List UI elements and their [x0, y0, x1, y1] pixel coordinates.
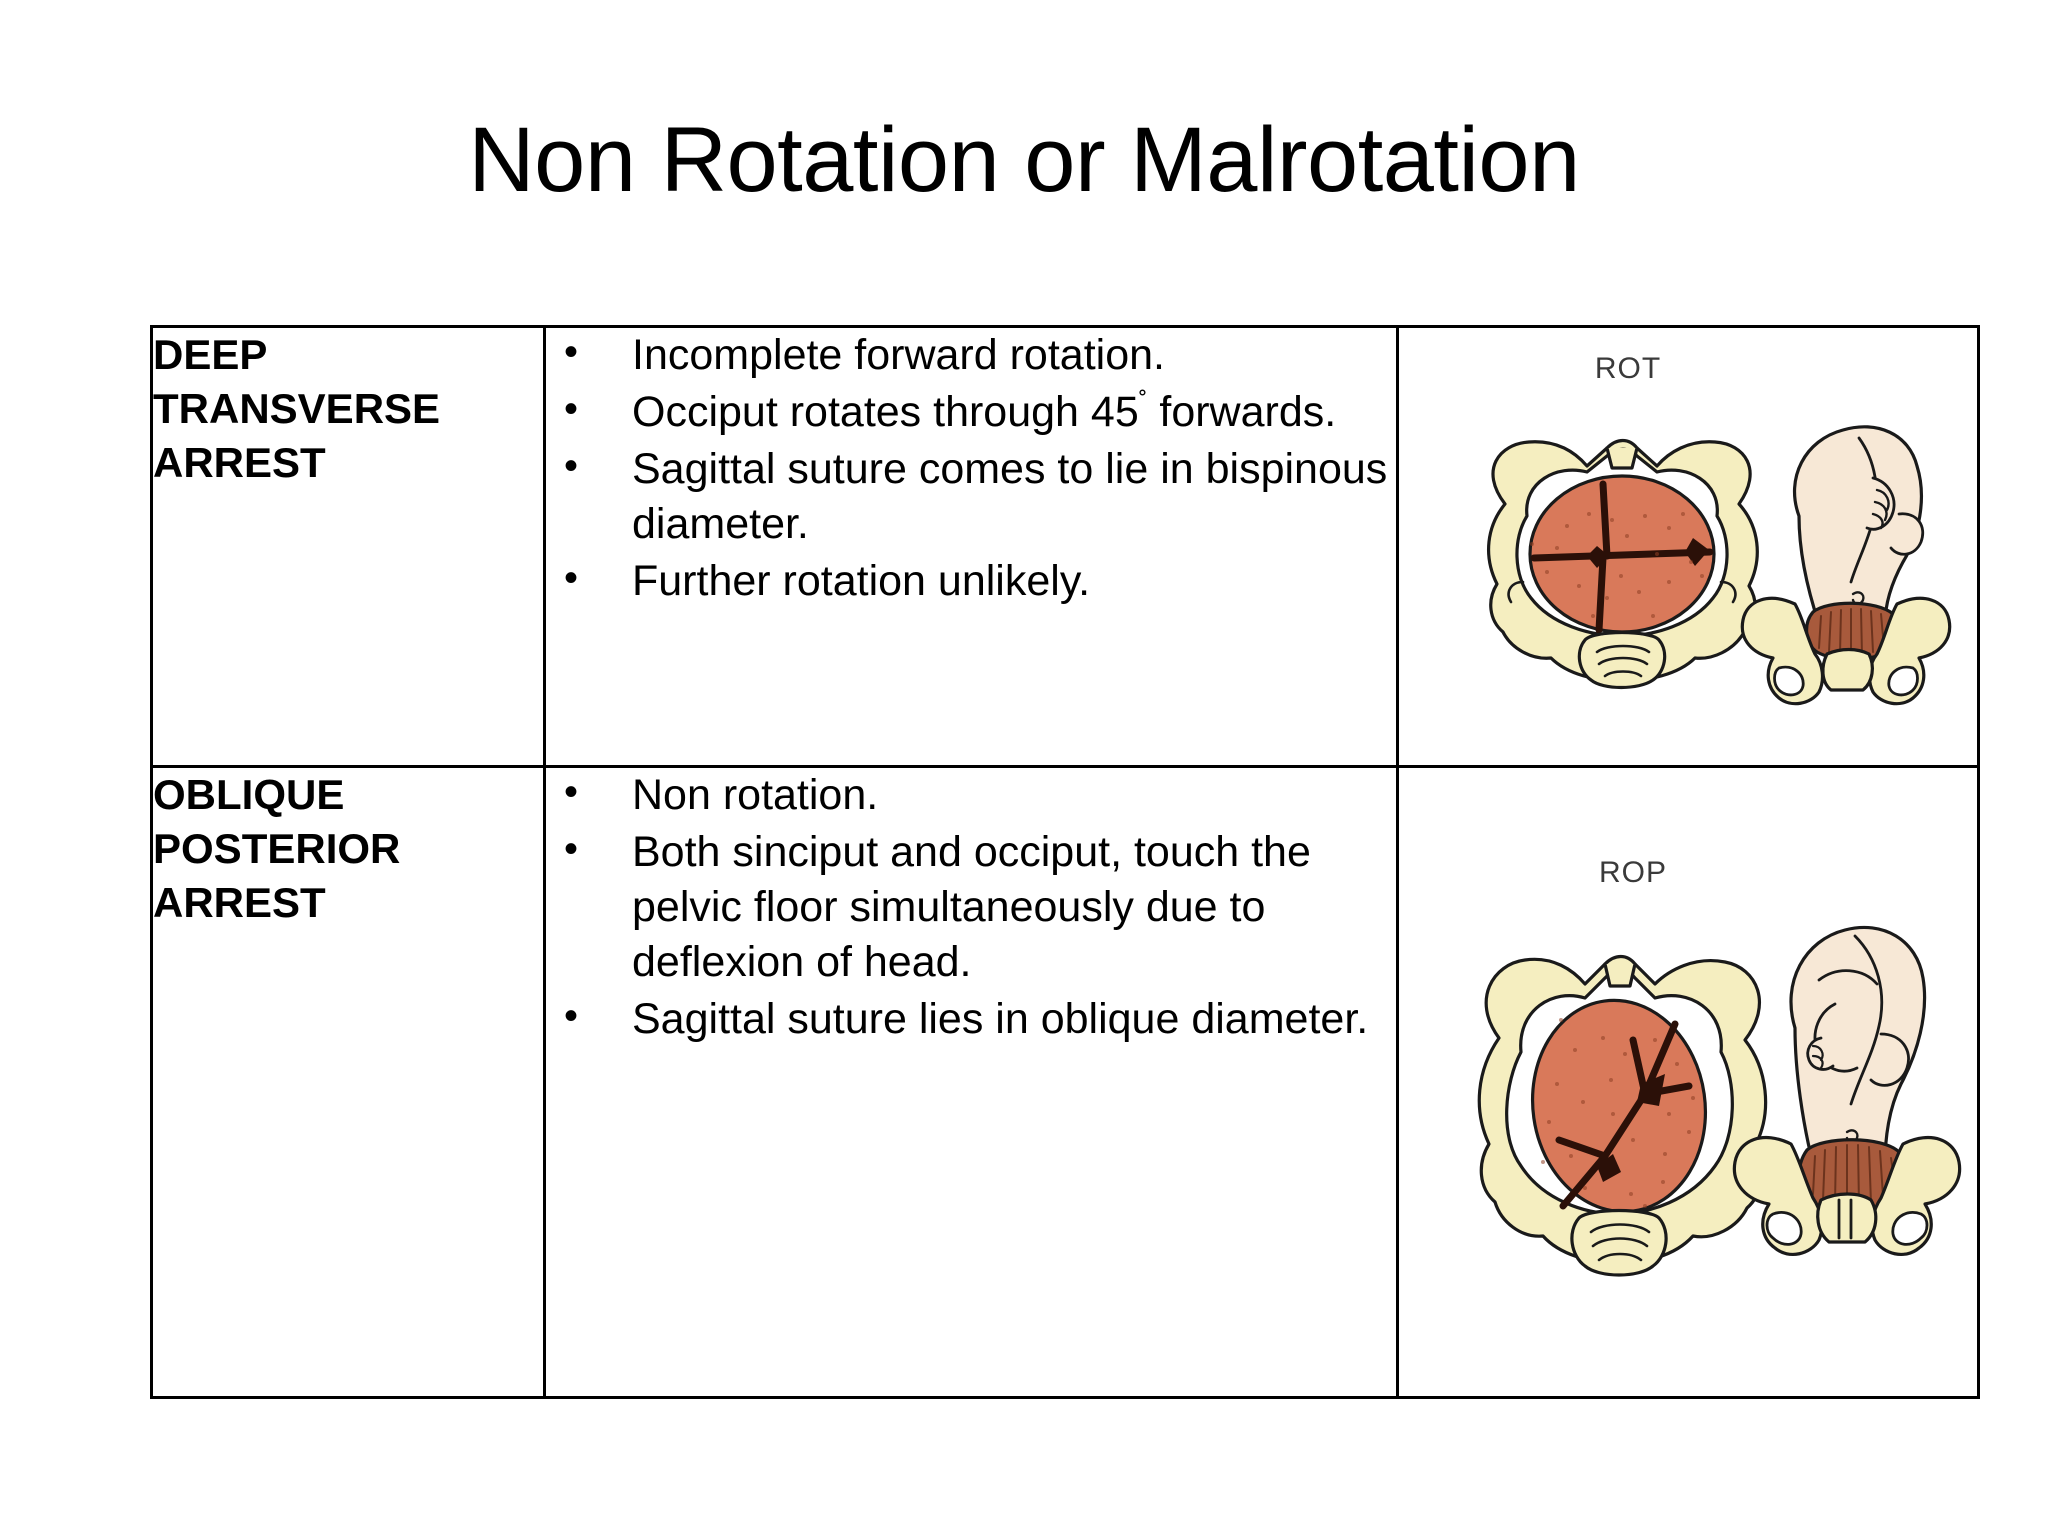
rot-pelvis-illustration [1486, 425, 1952, 706]
page-title: Non Rotation or Malrotation [468, 109, 1580, 211]
list-item: Sagittal suture comes to lie in bispinou… [546, 441, 1396, 552]
figure-cell: ROT [1396, 325, 1980, 768]
list-item: Incomplete forward rotation. [546, 327, 1396, 383]
figure-label-rot: ROT [1594, 352, 1662, 385]
bullet-text: Non rotation. [632, 771, 879, 819]
list-item: Both sinciput and occiput, touch the pel… [546, 824, 1396, 990]
list-item: Sagittal suture lies in oblique diameter… [546, 991, 1396, 1047]
rop-pelvis-illustration [1477, 925, 1962, 1277]
bullet-text: Incomplete forward rotation. [632, 331, 1165, 379]
figure-rot: ROT [1399, 328, 1977, 765]
term-cell: DEEP TRANSVERSE ARREST [150, 325, 546, 768]
list-item: Further rotation unlikely. [546, 553, 1396, 609]
bullet-list: Non rotation. Both sinciput and occiput,… [546, 767, 1396, 1047]
figure-cell: ROP [1396, 765, 1980, 1399]
list-item: Non rotation. [546, 767, 1396, 823]
degree-symbol: ˚ [1138, 386, 1148, 417]
bullet-text: Both sinciput and occiput, touch the pel… [632, 828, 1311, 987]
points-cell: Incomplete forward rotation. Occiput rot… [543, 325, 1399, 768]
bullet-text: Occiput rotates through 45 [632, 388, 1139, 437]
points-cell: Non rotation. Both sinciput and occiput,… [543, 765, 1399, 1399]
bullet-text: Sagittal suture comes to lie in bispinou… [632, 445, 1388, 549]
bullet-text: Sagittal suture lies in oblique diameter… [632, 995, 1369, 1044]
figure-rop: ROP [1399, 768, 1977, 1396]
term-label: OBLIQUE POSTERIOR ARREST [153, 771, 401, 926]
figure-label-rop: ROP [1598, 856, 1667, 889]
list-item: Occiput rotates through 45˚ forwards. [546, 384, 1396, 440]
table-row: OBLIQUE POSTERIOR ARREST Non rotation. B… [150, 765, 1980, 1399]
table-row: DEEP TRANSVERSE ARREST Incomplete forwar… [150, 325, 1980, 768]
term-cell: OBLIQUE POSTERIOR ARREST [150, 765, 546, 1399]
bullet-text: Further rotation unlikely. [632, 557, 1091, 606]
term-label: DEEP TRANSVERSE ARREST [153, 331, 441, 486]
bullet-list: Incomplete forward rotation. Occiput rot… [546, 327, 1396, 609]
malrotation-table: DEEP TRANSVERSE ARREST Incomplete forwar… [150, 325, 1980, 1399]
